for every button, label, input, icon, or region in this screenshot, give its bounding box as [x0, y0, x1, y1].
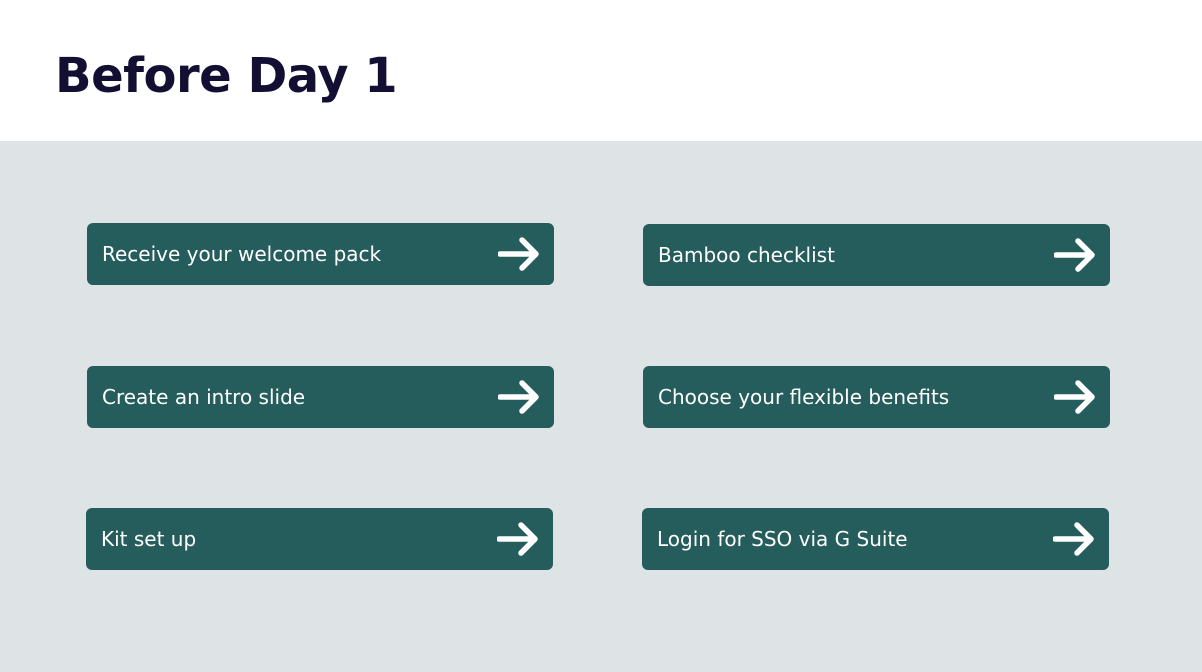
arrow-right-icon — [497, 521, 541, 557]
arrow-right-icon — [1053, 521, 1097, 557]
card-label: Choose your flexible benefits — [658, 385, 950, 409]
card-label: Login for SSO via G Suite — [657, 527, 908, 551]
arrow-right-icon — [498, 236, 542, 272]
card-label: Kit set up — [101, 527, 197, 551]
task-grid: Receive your welcome pack Bamboo checkli… — [0, 141, 1202, 672]
card-login-sso-g-suite[interactable]: Login for SSO via G Suite — [642, 508, 1109, 570]
arrow-right-icon — [1054, 379, 1098, 415]
card-label: Create an intro slide — [102, 385, 306, 409]
card-create-intro-slide[interactable]: Create an intro slide — [87, 366, 554, 428]
card-choose-flexible-benefits[interactable]: Choose your flexible benefits — [643, 366, 1110, 428]
card-label: Receive your welcome pack — [102, 242, 382, 266]
card-kit-set-up[interactable]: Kit set up — [86, 508, 553, 570]
card-label: Bamboo checklist — [658, 243, 835, 267]
card-bamboo-checklist[interactable]: Bamboo checklist — [643, 224, 1110, 286]
card-receive-welcome-pack[interactable]: Receive your welcome pack — [87, 223, 554, 285]
page-title: Before Day 1 — [55, 48, 398, 104]
header: Before Day 1 — [0, 0, 1202, 141]
arrow-right-icon — [498, 379, 542, 415]
arrow-right-icon — [1054, 237, 1098, 273]
